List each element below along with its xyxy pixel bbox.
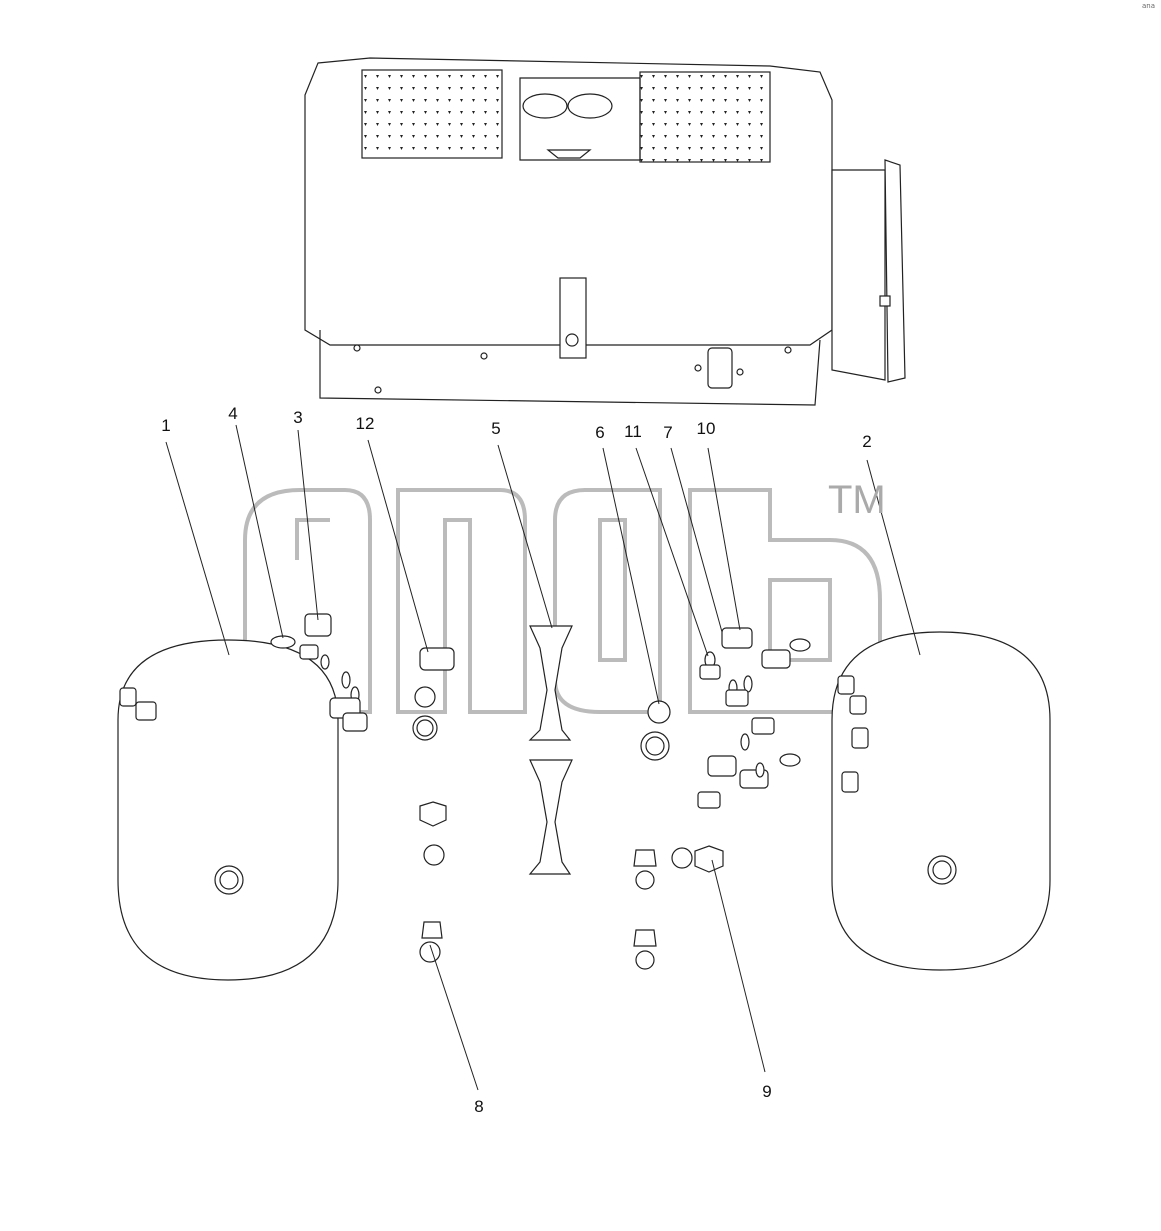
main-housing — [304, 57, 906, 406]
left-cover-part — [117, 639, 339, 981]
callout-11: 11 — [624, 422, 642, 441]
right-cover-part — [831, 631, 1051, 971]
callout-7: 7 — [663, 423, 673, 442]
leader-lines — [165, 424, 921, 1091]
callout-2: 2 — [862, 432, 872, 451]
washers-6-group — [633, 700, 724, 970]
callout-4: 4 — [228, 404, 238, 423]
right-fittings-group — [697, 627, 811, 809]
callout-10: 10 — [696, 419, 716, 438]
watermark-logo — [243, 488, 882, 714]
corner-mark: ana — [1141, 2, 1155, 10]
fitting-12-group — [412, 647, 455, 963]
callout-8: 8 — [474, 1097, 484, 1116]
callout-9: 9 — [762, 1082, 772, 1101]
watermark-trademark: TM — [828, 478, 886, 522]
callout-3: 3 — [293, 408, 303, 427]
callout-1: 1 — [161, 416, 171, 435]
left-fittings-group — [270, 613, 368, 732]
callout-6: 6 — [595, 423, 605, 442]
callout-5: 5 — [491, 419, 501, 438]
callout-12: 12 — [355, 414, 375, 433]
spacer-parts-5 — [528, 625, 573, 875]
